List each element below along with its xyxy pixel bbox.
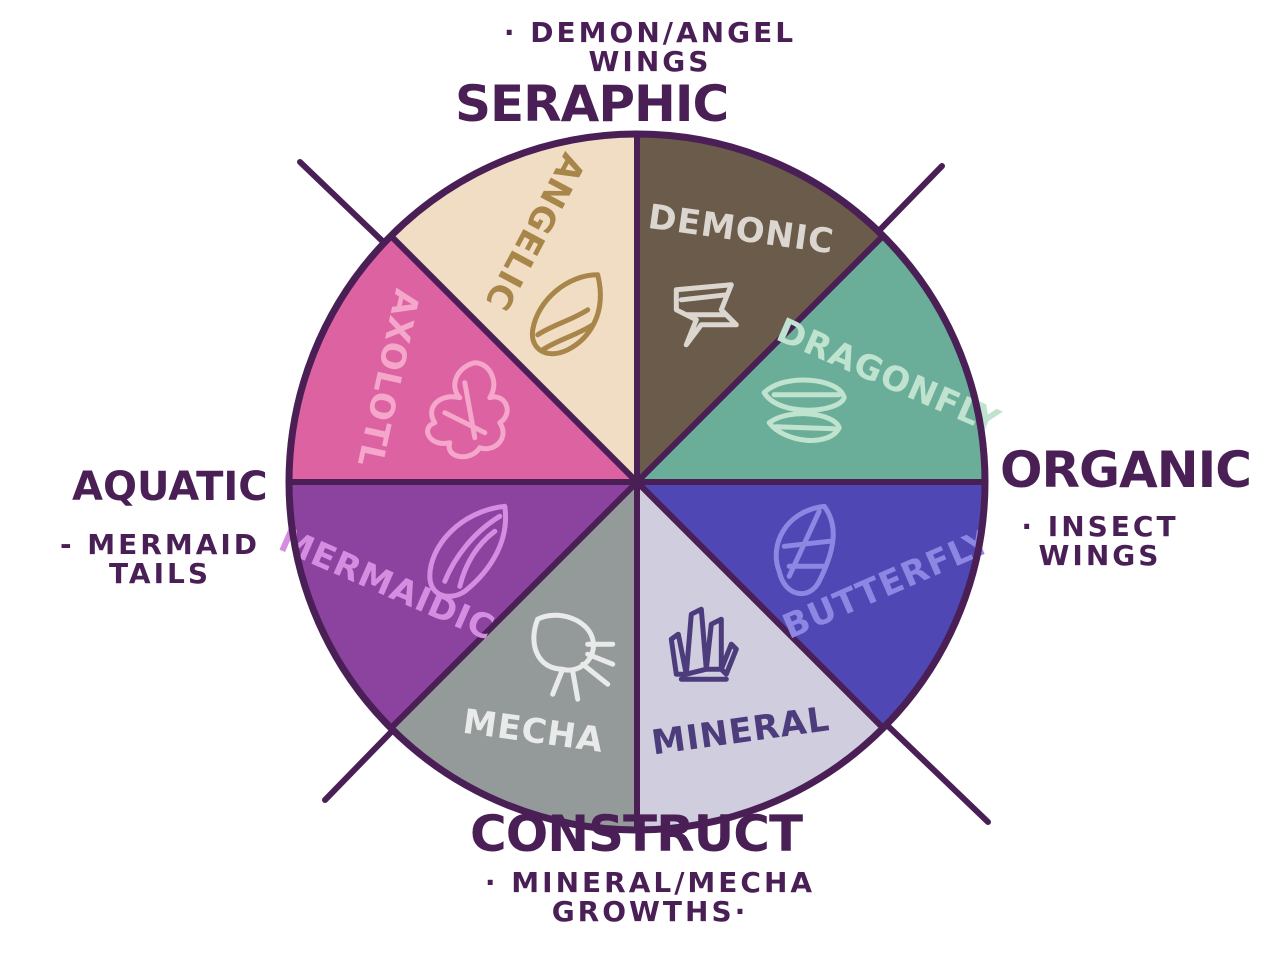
aquatic-note: - Mermaid tails <box>59 528 261 591</box>
aquatic-title: Aquatic <box>72 464 268 510</box>
demon-wing-icon <box>673 282 739 348</box>
mecha-wing-icon <box>531 612 616 702</box>
organic-note: · Insect wings <box>1021 510 1179 573</box>
wheel-outline <box>285 130 989 834</box>
dragonfly-wing-icon <box>761 377 847 443</box>
angel-wing-icon <box>530 272 603 357</box>
axolotl-gill-icon <box>425 360 510 460</box>
fin-icon <box>427 503 509 599</box>
seraphic-note: · Demon/Angel wings <box>503 16 797 79</box>
construct-title: Construct <box>470 805 803 863</box>
organic-title: Organic <box>1000 441 1252 499</box>
crystal-icon <box>668 606 739 682</box>
seraphic-title: Seraphic <box>455 75 729 133</box>
butterfly-wing-icon <box>773 503 836 597</box>
construct-note: · Mineral/Mecha growths· <box>484 866 816 929</box>
